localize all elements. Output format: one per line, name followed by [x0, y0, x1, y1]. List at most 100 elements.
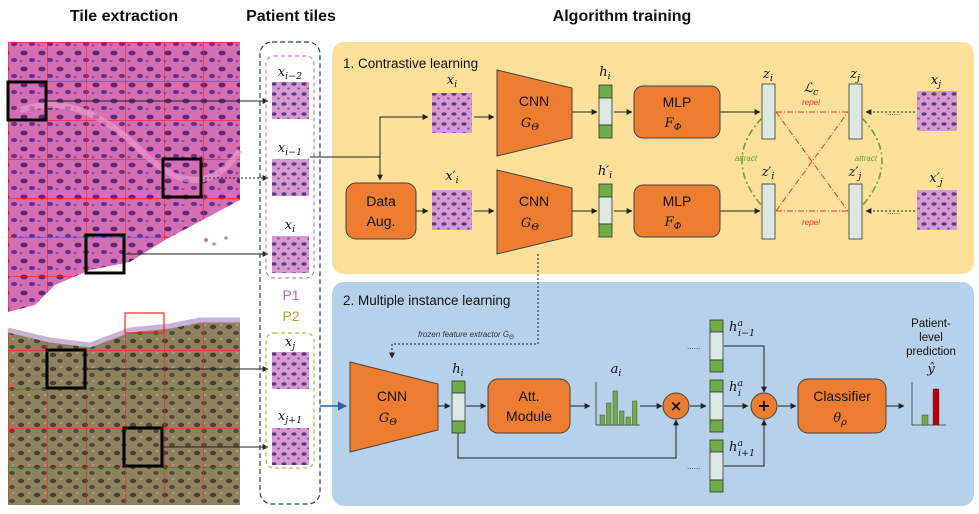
slide-patient-1	[6, 42, 243, 312]
repel-lines	[775, 111, 849, 212]
attention-bar	[606, 402, 612, 426]
contrastive-title: 1. Contrastive learning	[343, 56, 478, 71]
patient-tiles-container	[259, 41, 321, 505]
svg-text:MLP: MLP	[663, 193, 692, 209]
tile-xj-plus-1: xj+1	[272, 409, 309, 465]
zi-prime-vector: z′i	[761, 165, 776, 240]
svg-text:hai: hai	[729, 378, 743, 399]
attention-chart: ai	[595, 362, 640, 426]
svg-text:hi: hi	[452, 362, 463, 379]
svg-text:xj: xj	[285, 335, 295, 352]
svg-text:CNN: CNN	[519, 193, 549, 209]
contrastive-input-connector	[310, 109, 915, 214]
svg-text:Module: Module	[506, 408, 552, 424]
svg-text:z′i: z′i	[761, 165, 775, 182]
mil-connectors	[438, 345, 905, 467]
tile-xj: xj	[272, 335, 309, 389]
attract-left-label: attract	[735, 154, 758, 163]
slide-patient-2	[7, 312, 240, 505]
header-tile-extraction: Tile extraction	[70, 8, 178, 25]
header-algorithm-training: Algorithm training	[553, 8, 692, 25]
svg-text:+: +	[757, 396, 770, 415]
frozen-extractor-path	[389, 254, 539, 359]
svg-text:xi: xi	[447, 73, 457, 90]
svg-text:xi−2: xi−2	[278, 65, 302, 82]
attention-bar	[612, 390, 618, 426]
svg-text:level: level	[919, 332, 943, 344]
svg-text:ŷ: ŷ	[926, 362, 935, 377]
multiply-node: ×	[662, 392, 690, 420]
attention-bar	[632, 400, 638, 426]
svg-text:x′j: x′j	[929, 171, 942, 188]
prediction-bar	[932, 388, 940, 426]
contrastive-xi: xi	[432, 73, 472, 133]
svg-text:Classifier: Classifier	[813, 388, 871, 404]
svg-text:CNN: CNN	[377, 388, 407, 404]
svg-text:xj+1: xj+1	[278, 409, 302, 426]
contrastive-hi-prime-vector: h′i	[598, 164, 613, 238]
dots-h-next: ......	[687, 462, 700, 471]
svg-text:prediction: prediction	[906, 346, 956, 358]
repel-top-label: repel	[802, 98, 820, 107]
svg-text:Att.: Att.	[518, 388, 539, 404]
dots-h-prev: ......	[687, 342, 700, 351]
data-aug-box: Data Aug.	[345, 182, 417, 240]
svg-text:CNN: CNN	[519, 93, 549, 109]
svg-text:FΦ: FΦ	[664, 116, 682, 133]
attract-right-label: attract	[855, 154, 878, 163]
tile-xi: xi	[272, 218, 309, 273]
mil-hi-vector: hi	[451, 362, 466, 434]
zi-vector: zi	[761, 67, 776, 140]
contrastive-cnn-top: CNN GΘ	[496, 69, 573, 157]
dots-xj: ......	[887, 108, 900, 117]
svg-text:Patient-: Patient-	[911, 318, 951, 330]
contrastive-xi-prime: x′i	[432, 169, 472, 230]
mil-title: 2. Multiple instance learning	[343, 293, 510, 308]
patient-1-group	[265, 55, 315, 279]
svg-text:hi: hi	[599, 65, 610, 82]
contrastive-mlp-bottom: MLP FΦ	[633, 184, 721, 238]
contrastive-cnn-bottom: CNN GΘ	[496, 169, 573, 255]
contrastive-mlp-top: MLP FΦ	[633, 85, 721, 139]
patient-2-group	[265, 332, 315, 469]
svg-text:hai−1: hai−1	[729, 318, 755, 339]
classifier-box: Classifier θρ	[797, 378, 887, 434]
zj-vector: zj	[848, 67, 863, 140]
attention-bar	[599, 414, 605, 426]
tile-extraction-arrows	[46, 98, 269, 450]
svg-text:x′i: x′i	[445, 169, 458, 186]
repel-bottom-label: repel	[802, 218, 820, 227]
attract-arcs	[741, 117, 883, 207]
svg-text:Aug.: Aug.	[367, 213, 396, 229]
zj-prime-vector: z′j	[848, 165, 863, 240]
svg-text:z′j: z′j	[848, 165, 862, 182]
label-p2: P2	[282, 308, 299, 324]
prediction-bar	[921, 414, 929, 426]
sum-node: +	[750, 392, 778, 420]
tile-xi-minus-1: xi−1	[272, 141, 309, 196]
svg-text:GΘ: GΘ	[521, 216, 539, 233]
svg-text:ai: ai	[611, 362, 622, 379]
frozen-extractor-label: frozen feature extractor GΘ	[418, 330, 514, 341]
svg-text:xi−1: xi−1	[278, 141, 302, 158]
attention-module-box: Att. Module	[487, 378, 571, 434]
contrastive-xj-prime: x′j	[917, 171, 957, 230]
label-p1: P1	[282, 287, 299, 303]
svg-text:xj: xj	[931, 73, 941, 90]
mil-cnn: CNN GΘ	[349, 361, 439, 453]
svg-text:GΘ: GΘ	[521, 116, 539, 133]
tile-xi-minus-2: xi−2	[272, 65, 309, 119]
svg-text:×: ×	[670, 397, 683, 415]
svg-text:GΘ: GΘ	[379, 411, 397, 428]
svg-text:zi: zi	[762, 67, 773, 84]
contrastive-xj: xj	[917, 73, 957, 131]
dots-xj-prime: ......	[887, 207, 900, 216]
svg-text:h′i: h′i	[598, 164, 612, 181]
contrastive-hi-vector: hi	[598, 65, 613, 139]
header-patient-tiles: Patient tiles	[246, 8, 336, 25]
svg-text:xi: xi	[285, 218, 295, 235]
contrastive-learning-panel	[332, 42, 974, 274]
